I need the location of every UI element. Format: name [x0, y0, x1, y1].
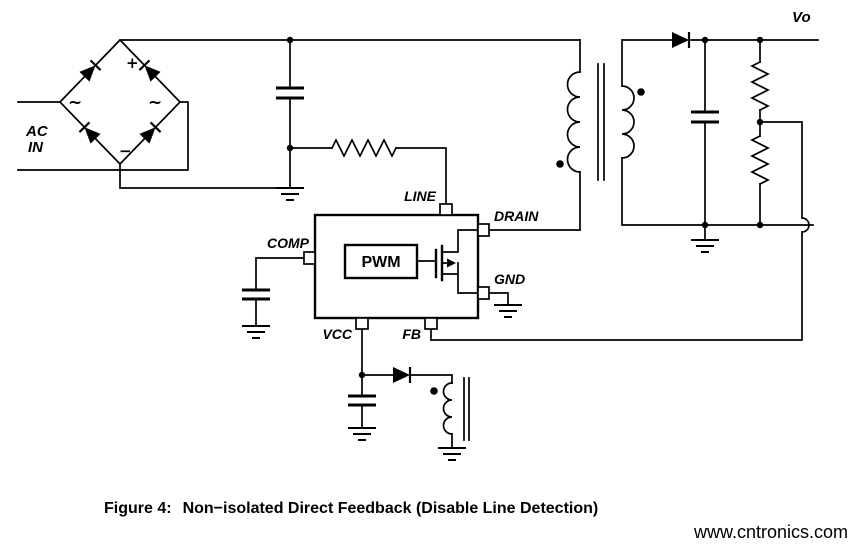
- output-capacitor: [691, 110, 719, 124]
- aux-polarity-dot: [430, 387, 438, 395]
- junction-dot: [286, 144, 294, 152]
- divider-resistor-bottom: [750, 134, 770, 186]
- comp-pin: [303, 251, 316, 265]
- labels: AC IN ~ ~ + − Vo LINE DRAIN COMP GND VCC…: [25, 9, 811, 342]
- ac-mark-right: ~: [148, 93, 162, 113]
- junction-dot: [756, 118, 764, 126]
- junction-dot: [358, 371, 366, 379]
- fb-pin-label: FB: [402, 326, 421, 342]
- bridge-plus-label: +: [126, 54, 139, 72]
- figure-caption-title: Non−isolated Direct Feedback (Disable Li…: [183, 500, 599, 517]
- mosfet-drain-lead: [441, 229, 479, 253]
- capacitors: [242, 86, 719, 407]
- controller-ic: [303, 203, 490, 330]
- junction-dot: [756, 221, 764, 229]
- gnd-pin: [477, 286, 490, 300]
- junction-dot: [756, 36, 764, 44]
- series-resistor: [330, 138, 398, 158]
- aux-winding: [442, 377, 470, 441]
- series-resistor-wires: [289, 147, 447, 205]
- ac-in-label-line1: AC: [25, 123, 49, 140]
- gnd-pin-label: GND: [494, 271, 525, 287]
- divider-resistor-top: [750, 60, 770, 112]
- gnd-pin-wire: [488, 292, 509, 306]
- wires: [17, 39, 819, 449]
- grounds: [242, 187, 719, 461]
- secondary-winding: [621, 85, 635, 159]
- primary-winding: [566, 71, 581, 173]
- drain-pin-label: DRAIN: [494, 208, 539, 224]
- primary-polarity-dot: [556, 160, 564, 168]
- vcc-diode: [393, 367, 412, 383]
- drain-pin: [477, 223, 490, 237]
- line-pin: [439, 203, 453, 216]
- secondary-top-wire: [621, 39, 673, 87]
- bridge-diode-2: [138, 59, 161, 82]
- bulk-capacitor: [276, 86, 304, 100]
- bridge-diode-1: [79, 59, 102, 82]
- junction-dots: [286, 36, 764, 395]
- vcc-pin-label: VCC: [322, 326, 352, 342]
- bridge-rectifier: [58, 38, 182, 166]
- output-ground: [691, 239, 719, 253]
- mosfet: [416, 229, 479, 294]
- junction-dot: [701, 36, 709, 44]
- line-pin-label: LINE: [404, 188, 437, 204]
- aux-ground: [438, 447, 466, 461]
- fb-pin: [424, 317, 438, 330]
- bridge-minus-label: −: [119, 142, 132, 160]
- junction-dot: [286, 36, 294, 44]
- vcc-ground: [348, 427, 376, 441]
- pwm-block: [343, 243, 419, 280]
- junction-dot: [701, 221, 709, 229]
- comp-capacitor: [242, 288, 270, 301]
- bridge-diode-4: [139, 121, 162, 144]
- output-diode: [672, 32, 691, 48]
- transformer-core: [597, 63, 605, 181]
- vcc-pin: [355, 317, 369, 330]
- comp-wire: [255, 257, 305, 327]
- comp-ground: [242, 325, 270, 339]
- vcc-diode-wires: [361, 374, 453, 449]
- mosfet-body-lead: [441, 262, 459, 275]
- transformer: [566, 63, 635, 181]
- mosfet-arrow: [447, 258, 456, 268]
- aux-coil: [442, 382, 453, 435]
- bridge-diode-3: [78, 121, 101, 144]
- input-ground: [276, 187, 304, 201]
- vo-label: Vo: [792, 9, 811, 26]
- ic-ground: [494, 304, 522, 318]
- bridge-diamond: [58, 38, 182, 166]
- bridge-return-wire: [119, 163, 291, 189]
- output-return-wire: [621, 157, 814, 226]
- ac-in-label-line2: IN: [28, 139, 44, 156]
- mosfet-source-lead: [441, 273, 479, 294]
- watermark-text: www.cntronics.com: [693, 522, 848, 542]
- figure-caption: Figure 4: Non−isolated Direct Feedback (D…: [104, 500, 598, 517]
- ac-input-wire-bottom: [17, 101, 189, 171]
- vcc-capacitor: [348, 394, 376, 407]
- aux-core: [463, 377, 470, 441]
- comp-pin-label: COMP: [267, 235, 310, 251]
- resistors: [330, 60, 770, 186]
- figure-caption-prefix: Figure 4:: [104, 500, 172, 517]
- pwm-label: PWM: [361, 254, 400, 271]
- ac-mark-left: ~: [68, 93, 82, 113]
- secondary-polarity-dot: [637, 88, 645, 96]
